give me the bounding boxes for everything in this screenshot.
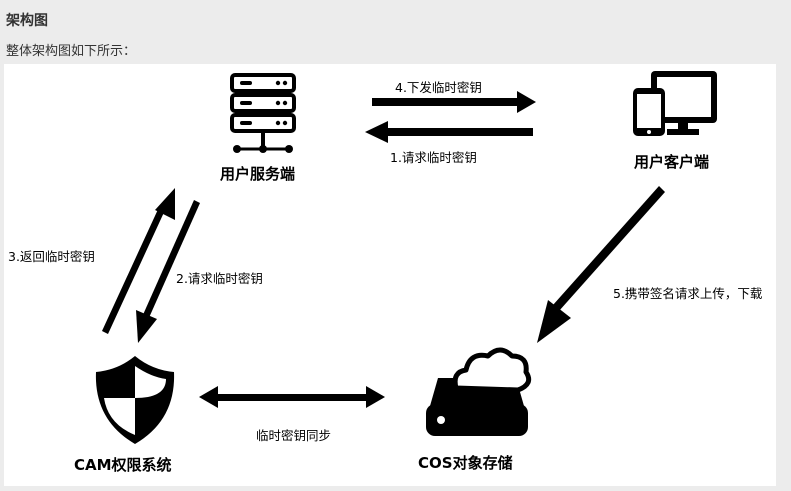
cos-label: COS对象存储 xyxy=(418,454,513,472)
arrow-signed-request xyxy=(537,186,665,343)
arrow-return-key xyxy=(102,188,175,334)
cloud-storage-icon xyxy=(426,347,532,436)
cam-label: CAM权限系统 xyxy=(74,456,172,474)
devices-icon xyxy=(633,71,717,136)
server-icon xyxy=(230,73,296,153)
label-signed-request: 5.携带签名请求上传，下载 xyxy=(613,286,763,301)
intro-text: 整体架构图如下所示： xyxy=(6,44,137,59)
label-issue-key: 4.下发临时密钥 xyxy=(395,80,482,95)
arrow-sync-key xyxy=(199,386,385,408)
arrow-request-key-server xyxy=(136,200,200,343)
page-title: 架构图 xyxy=(6,13,48,29)
arrow-request-key-client xyxy=(365,121,533,143)
label-request-key-server: 2.请求临时密钥 xyxy=(176,271,263,286)
label-sync-key: 临时密钥同步 xyxy=(256,428,331,443)
label-return-key: 3.返回临时密钥 xyxy=(8,249,95,264)
shield-icon xyxy=(95,356,175,444)
arrow-issue-key xyxy=(372,91,536,113)
client-label: 用户客户端 xyxy=(634,153,709,171)
label-request-key-client: 1.请求临时密钥 xyxy=(390,150,477,165)
server-label: 用户服务端 xyxy=(220,165,295,183)
